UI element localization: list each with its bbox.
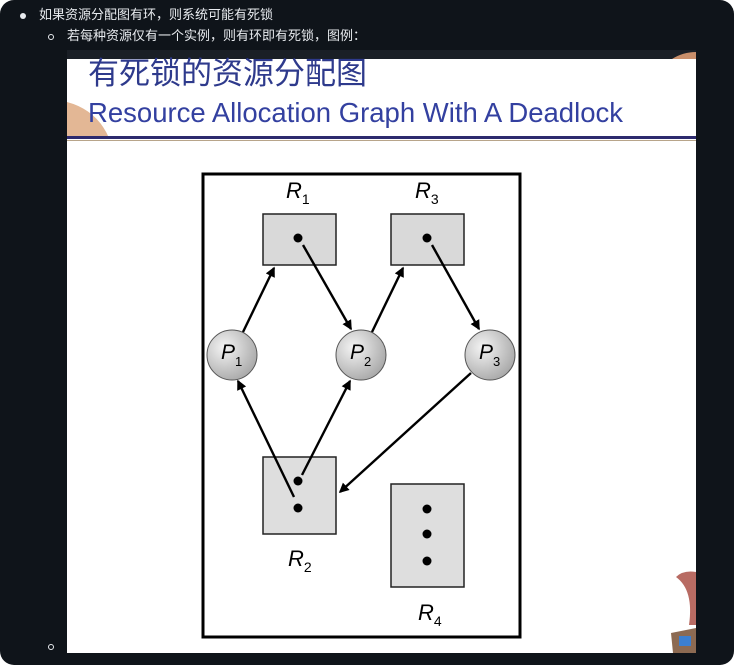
note-level1: 如果资源分配图有环，则系统可能有死锁 <box>39 8 274 23</box>
edge-r2-p1 <box>236 379 296 498</box>
label-r4-letter: R <box>418 600 434 625</box>
bullet-circle-icon <box>48 644 54 650</box>
resource-allocation-graph: R1 R3 R2 R4 P1 P2 P3 <box>201 172 522 639</box>
corner-figure <box>676 571 696 625</box>
label-p1: P1 <box>221 341 242 369</box>
edge-r1-p2 <box>301 244 353 331</box>
resource-r1 <box>262 213 337 266</box>
instance-dot <box>422 556 432 566</box>
label-p3: P3 <box>479 341 500 369</box>
corner-ornament-left <box>67 102 109 138</box>
resource-r4 <box>390 483 465 588</box>
label-r4: R4 <box>418 600 442 629</box>
label-r3-letter: R <box>415 178 431 203</box>
edge-p3-r2 <box>338 372 472 494</box>
edge-p2-r3 <box>370 266 405 333</box>
label-r2-letter: R <box>288 546 304 571</box>
slide-image: 有死锁的资源分配图 Resource Allocation Graph With… <box>67 50 696 653</box>
instance-dot <box>422 529 432 539</box>
graph-frame <box>201 172 522 639</box>
label-p2-sub: 2 <box>364 354 371 369</box>
label-p2-letter: P <box>350 341 364 364</box>
label-r2: R2 <box>288 546 312 575</box>
labels: R1 R3 R2 R4 P1 P2 P3 <box>221 178 500 629</box>
label-p3-letter: P <box>479 341 493 364</box>
title-underline-thin <box>67 140 696 141</box>
label-p2: P2 <box>350 341 371 369</box>
instance-dot <box>422 233 432 243</box>
corner-ornament-right <box>672 52 696 59</box>
edge-r3-p3 <box>430 244 481 331</box>
label-p3-sub: 3 <box>493 354 500 369</box>
instance-dot <box>293 503 303 513</box>
label-r1: R1 <box>286 178 310 207</box>
label-r3-sub: 3 <box>431 191 439 207</box>
bullet-dot-icon <box>20 13 26 19</box>
slide-title-en: Resource Allocation Graph With A Deadloc… <box>88 97 624 128</box>
label-p1-letter: P <box>221 341 235 364</box>
slide-title-cn: 有死锁的资源分配图 <box>88 56 367 92</box>
edge-r2-p2 <box>300 379 352 476</box>
label-r3: R3 <box>415 178 439 207</box>
label-r4-sub: 4 <box>434 613 442 629</box>
note-level2: 若每种资源仅有一个实例，则有环即有死锁，图例： <box>67 29 367 44</box>
slide-top-border <box>67 50 696 59</box>
corner-badge-icon <box>679 636 691 646</box>
title-underline <box>67 136 696 139</box>
slide-decoration <box>67 52 696 653</box>
edge-p1-r1 <box>241 266 276 333</box>
label-p1-sub: 1 <box>235 354 242 369</box>
process-p3 <box>464 329 516 381</box>
instance-dot <box>293 476 303 486</box>
bullet-circle-icon <box>48 34 54 40</box>
label-r2-sub: 2 <box>304 559 312 575</box>
resource-r2 <box>262 456 337 535</box>
label-r1-letter: R <box>286 178 302 203</box>
edges <box>236 244 481 498</box>
instance-dot <box>293 233 303 243</box>
process-p1 <box>206 329 258 381</box>
resource-r3 <box>390 213 465 266</box>
instance-dot <box>422 504 432 514</box>
label-r1-sub: 1 <box>302 191 310 207</box>
process-p2 <box>335 329 387 381</box>
